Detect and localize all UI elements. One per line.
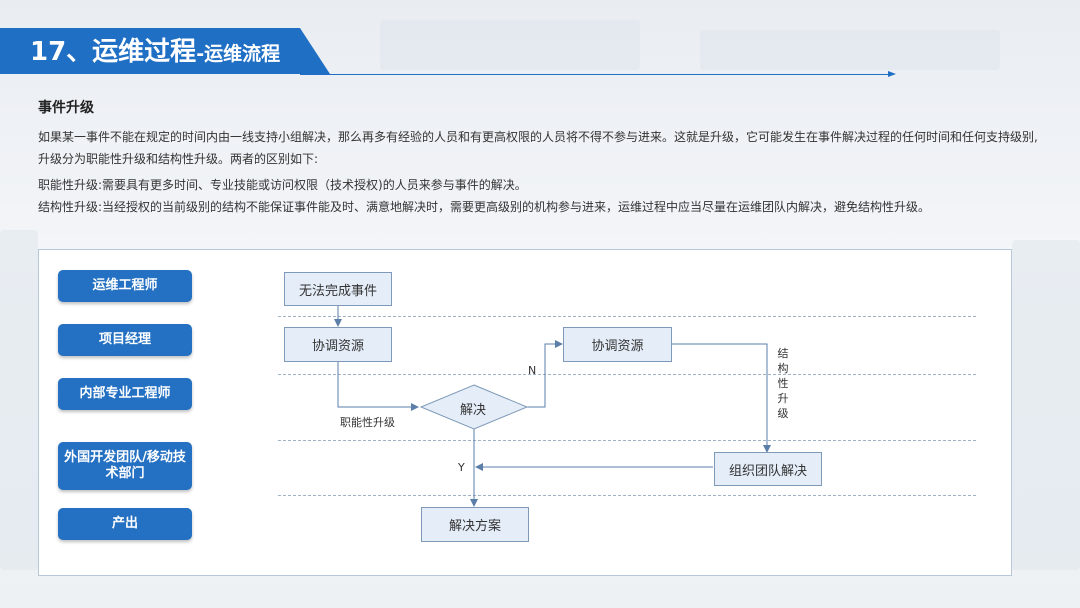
lane-divider (278, 440, 976, 441)
background-shape (0, 230, 38, 570)
connector-coordinate-to-organize (671, 343, 771, 453)
label-functional-escalation: 职能性升级 (340, 416, 395, 429)
lane-divider (278, 316, 976, 317)
role-project-manager: 项目经理 (58, 324, 192, 356)
label-yes: Y (458, 461, 465, 474)
node-coordinate-resources-2: 协调资源 (563, 327, 672, 362)
role-external-team: 外国开发团队/移动技术部门 (58, 442, 192, 490)
background-shape (700, 30, 1000, 70)
connector-decision-no (527, 340, 563, 408)
node-organize-team: 组织团队解决 (714, 452, 822, 486)
lane-divider (278, 374, 976, 375)
role-ops-engineer: 运维工程师 (58, 270, 192, 302)
background-shape (1012, 240, 1080, 570)
background-shape (380, 20, 640, 70)
title-main: 17、运维过程 (30, 37, 197, 67)
role-internal-engineer: 内部专业工程师 (58, 378, 192, 410)
page-title: 17、运维过程-运维流程 (30, 32, 280, 72)
title-arrowhead (888, 71, 896, 77)
paragraph-intro: 如果某一事件不能在规定的时间内由一线支持小组解决，那么再多有经验的人员和有更高权… (38, 130, 1038, 166)
connector-coordinate-to-decision (337, 361, 419, 411)
decision-label: 解决 (460, 403, 487, 418)
title-banner (0, 28, 330, 74)
paragraph-structural: 结构性升级:当经授权的当前级别的结构不能保证事件能及时、满意地解决时，需要更高级… (38, 200, 931, 214)
node-coordinate-resources-1: 协调资源 (284, 327, 392, 362)
section-heading: 事件升级 (38, 100, 94, 116)
label-no: N (528, 364, 537, 377)
node-solution: 解决方案 (421, 507, 529, 542)
label-structural-escalation: 结构性升级 (777, 347, 789, 420)
node-cannot-complete: 无法完成事件 (284, 272, 392, 306)
paragraph-functional: 职能性升级:需要具有更多时间、专业技能或访问权限（技术授权)的人员来参与事件的解… (38, 178, 527, 192)
lane-divider (278, 495, 976, 496)
decision-diamond (419, 384, 529, 430)
title-underline (300, 74, 890, 75)
title-subtitle: -运维流程 (196, 43, 281, 65)
role-output: 产出 (58, 508, 192, 540)
